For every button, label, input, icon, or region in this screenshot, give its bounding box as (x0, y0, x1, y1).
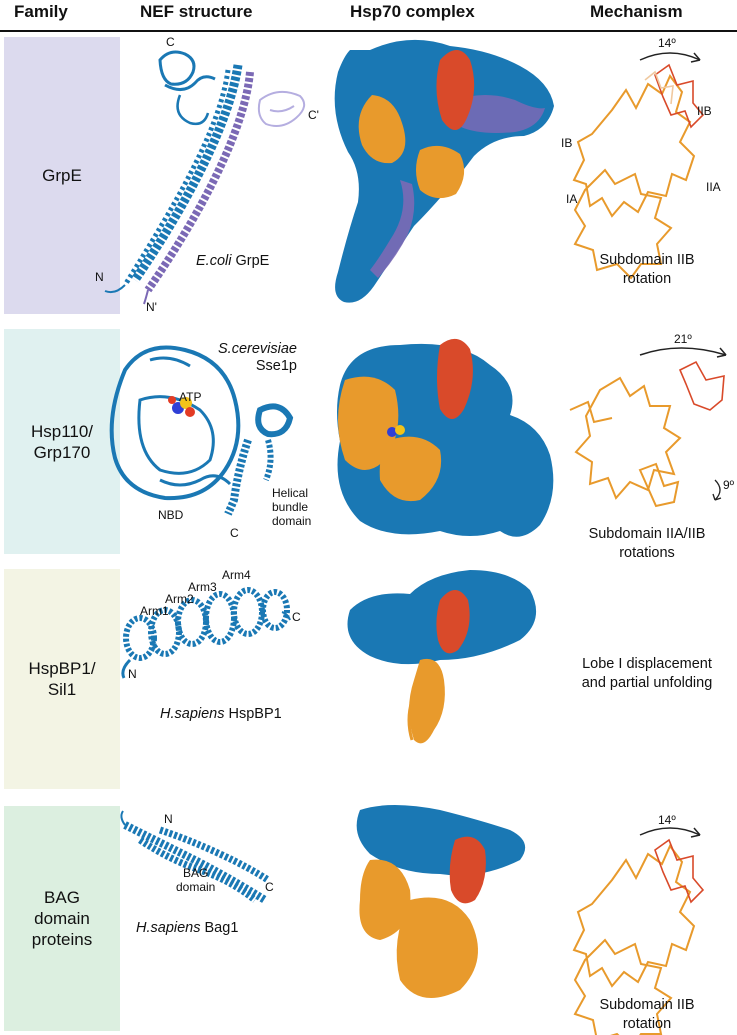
family-band-hspbp1: HspBP1/ Sil1 (4, 569, 120, 789)
caption-protein: HspBP1 (224, 706, 282, 722)
grpe-label-ib: IB (561, 136, 573, 150)
family-label: BAG (44, 888, 80, 907)
family-label: Sil1 (47, 680, 77, 699)
hspbp1-label-arm3: Arm3 (188, 580, 217, 594)
hspbp1-label-arm1: Arm1 (140, 604, 169, 618)
mechanism-line: rotations (619, 545, 675, 561)
mechanism-line: rotation (622, 1016, 672, 1032)
family-label: HspBP1/ (28, 659, 96, 678)
header-hsp70-complex: Hsp70 complex (350, 2, 475, 21)
mechanism-line: Subdomain IIA/IIB (588, 526, 706, 542)
caption-species: H.sapiens (136, 920, 201, 936)
grpe-mechanism-text: Subdomain IIB rotation (547, 251, 737, 289)
family-band-bag: BAG domain proteins (4, 806, 120, 1031)
mechanism-line: Subdomain IIB (599, 997, 695, 1013)
hsp110-label-nbd: NBD (158, 508, 184, 522)
grpe-label-c-prime: C' (308, 108, 319, 122)
caption-species: S.cerevisiae (218, 341, 297, 357)
hsp110-angle-2: 9º (723, 478, 735, 492)
helical-line: domain (272, 514, 312, 528)
grpe-label-n-prime: N' (146, 300, 157, 314)
grpe-label-n: N (95, 270, 104, 284)
hsp110-caption: S.cerevisiae Sse1p (218, 341, 297, 375)
helical-line: Helical (272, 486, 309, 500)
hspbp1-caption: H.sapiens HspBP1 (160, 706, 282, 723)
mechanism-line: Lobe I displacement (582, 656, 712, 672)
header-rule (0, 30, 737, 32)
bag-domain-line: BAG (183, 866, 209, 880)
bag-mechanism-text: Subdomain IIB rotation (547, 996, 737, 1034)
grpe-label-c: C (166, 35, 175, 49)
family-label: GrpE (42, 166, 82, 185)
bag-domain-line: domain (176, 880, 216, 894)
caption-protein: Sse1p (255, 358, 297, 374)
family-label: Hsp110/ (30, 421, 94, 441)
hsp110-label-atp: ATP (179, 390, 202, 404)
family-label: domain (34, 909, 90, 928)
hsp110-label-helical: Helical bundle domain (272, 486, 311, 528)
hspbp1-label-n: N (128, 667, 137, 681)
mechanism-line: Subdomain IIB (599, 252, 695, 268)
family-label: proteins (31, 930, 93, 949)
header-family: Family (14, 2, 68, 21)
bag-label-n: N (164, 812, 173, 826)
caption-species: H.sapiens (160, 706, 225, 722)
hspbp1-label-arm2: Arm2 (165, 592, 194, 606)
family-band-hsp110: Hsp110/ Grp170 (4, 329, 120, 554)
bag-label-c: C (265, 880, 274, 894)
caption-protein: GrpE (231, 253, 270, 269)
hsp110-mechanism-text: Subdomain IIA/IIB rotations (547, 525, 737, 563)
caption-species: E.coli (196, 253, 232, 269)
bag-angle: 14º (658, 813, 676, 827)
mechanism-line: rotation (622, 271, 672, 287)
grpe-caption: E.coli GrpE (196, 253, 269, 270)
hsp110-label-c: C (230, 526, 239, 540)
hspbp1-label-c: C (292, 610, 301, 624)
header-nef-structure: NEF structure (140, 2, 253, 21)
hsp110-angle: 21º (674, 332, 692, 346)
helical-line: bundle (272, 500, 309, 514)
bag-caption: H.sapiens Bag1 (136, 920, 238, 937)
grpe-angle: 14º (658, 36, 676, 50)
family-label: Grp170 (33, 442, 91, 462)
family-band-grpe: GrpE (4, 37, 120, 314)
hspbp1-label-arm4: Arm4 (222, 568, 251, 582)
mechanism-line: and partial unfolding (581, 675, 713, 691)
grpe-label-ia: IA (566, 192, 578, 206)
caption-protein: Bag1 (200, 920, 239, 936)
bag-label-bag-domain: BAG domain (176, 866, 215, 894)
header-mechanism: Mechanism (590, 2, 683, 21)
hspbp1-mechanism-text: Lobe I displacement and partial unfoldin… (547, 655, 737, 693)
grpe-label-iia: IIA (706, 180, 721, 194)
grpe-label-iib: IIB (697, 104, 712, 118)
